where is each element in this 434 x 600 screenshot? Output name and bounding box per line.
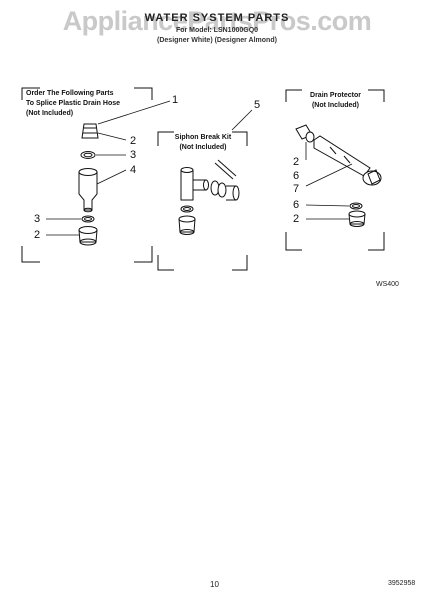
siphon-tube (214, 159, 237, 180)
siphon-nut (210, 180, 227, 198)
callout-7: 7 (293, 183, 300, 195)
callout-2-upper: 2 (130, 135, 137, 147)
leader-lines (46, 100, 353, 236)
siphon-coupling (178, 215, 196, 235)
box3-frame (285, 89, 385, 251)
siphon-fitting (226, 185, 240, 201)
callout-2-lower: 2 (34, 229, 41, 241)
box1-frame (21, 87, 153, 263)
box3-line2: (Not Included) (311, 102, 360, 109)
document-number: 3952958 (388, 580, 416, 587)
page-title: WATER SYSTEM PARTS (144, 12, 290, 24)
model-line: For Model: LSN1000GQ0 (175, 27, 259, 34)
box2-line1: Siphon Break Kit (174, 134, 232, 141)
drain-protector-body (313, 135, 382, 186)
box1-line2: To Splice Plastic Drain Hose (26, 100, 121, 107)
hose-coupling-bottom (78, 226, 98, 246)
callout-6-upper: 6 (293, 170, 300, 182)
callout-5: 5 (254, 99, 261, 111)
callout-2-drain: 2 (293, 156, 300, 168)
drain-hose-connector (78, 168, 98, 213)
page-number: 10 (210, 580, 219, 589)
siphon-clamp (180, 205, 194, 213)
callout-2-drain-lower: 2 (293, 213, 300, 225)
callout-3-upper: 3 (130, 149, 137, 161)
callout-3-lower: 3 (34, 213, 41, 225)
hose-clamp-bottom (81, 215, 95, 223)
box1-line1: Order The Following Parts (26, 90, 114, 97)
drain-protector-coupling (295, 124, 315, 143)
drain-protector-coupling-bottom (348, 210, 366, 227)
figure-code: WS400 (376, 281, 399, 288)
siphon-tee (180, 167, 209, 201)
hose-clamp-top (80, 151, 96, 159)
color-line: (Designer White) (Designer Almond) (157, 37, 277, 44)
callout-4: 4 (130, 164, 137, 176)
box2-frame (157, 131, 248, 271)
box3-line1: Drain Protector (310, 92, 361, 99)
hose-coupling-top (81, 123, 99, 139)
callout-6-lower: 6 (293, 199, 300, 211)
box1-line3: (Not Included) (26, 110, 74, 117)
watermark: AppliancePartsPros.com (62, 6, 372, 36)
box2-line2: (Not Included) (179, 144, 227, 151)
drain-protector-clamp (349, 202, 363, 210)
callout-1: 1 (172, 94, 179, 106)
